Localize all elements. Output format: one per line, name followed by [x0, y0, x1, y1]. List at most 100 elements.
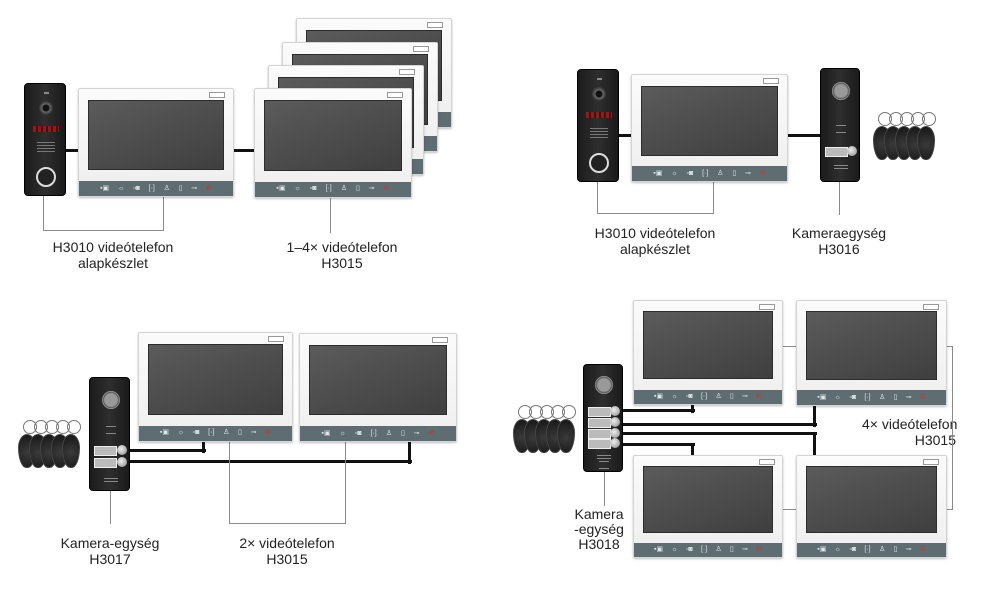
speaker-grille-icon [590, 128, 608, 129]
cable [813, 433, 816, 458]
cable [623, 423, 817, 426]
model-badge [763, 78, 780, 85]
bracket-line [713, 182, 714, 214]
monitor-icon: [·] [148, 184, 155, 192]
model-badge [922, 459, 939, 466]
video-monitor-h3015: ▪▣☼▫◙[·]♙▯⊸✆ [254, 88, 412, 198]
monitor-icon: [·] [325, 185, 332, 193]
model-badge [399, 69, 416, 76]
call-button [610, 438, 620, 448]
indicator-icon [44, 92, 49, 94]
label-line: H3018 [578, 536, 620, 552]
speaker-grille-icon [834, 168, 848, 169]
camera-icon: ▫◙ [309, 185, 317, 193]
monitor-screen [642, 311, 774, 380]
monitor-icon: [·] [702, 169, 709, 177]
call-button [610, 406, 620, 416]
label-line: Kamera [574, 506, 624, 522]
label-h3015-monitors: 4× videótelefon H3015 [862, 416, 957, 448]
phone-icon: ✆ [919, 545, 926, 553]
door-icon: ▯ [893, 545, 898, 553]
label-line: 2× videótelefon [239, 535, 335, 551]
model-badge [209, 92, 226, 99]
monitor-icon: [·] [700, 392, 708, 400]
bracket-line [163, 197, 164, 231]
video-monitor-h3015: ▪▣☼▫◙[·]♙▯⊸✆ [796, 455, 947, 558]
monitor-button-bar: ▪▣☼▫◙[·]♙▯⊸✆ [79, 181, 233, 196]
monitor-button-bar: ▪▣☼▫◙[·]♙▯⊸✆ [797, 390, 946, 405]
picture-icon: ▪▣ [100, 184, 110, 192]
monitor-button-bar: ▪▣☼▫◙[·]♙▯⊸✆ [634, 542, 782, 557]
model-badge [758, 459, 775, 466]
bracket-line [604, 472, 605, 506]
monitor-button-bar: ▪▣☼▫◙[·]♙▯⊸✆ [634, 389, 782, 404]
picture-icon: ▪▣ [653, 169, 663, 177]
key-icon: ⊸ [413, 429, 420, 437]
bracket-line [597, 213, 714, 214]
label-h3015-monitors: 1–4× videótelefon H3015 [287, 239, 398, 271]
bracket-line [229, 442, 230, 524]
bracket-line [597, 182, 598, 214]
monitor-icon: [·] [864, 545, 871, 553]
label-line: H3010 videótelefon [52, 239, 174, 255]
name-plate [588, 407, 611, 417]
monitor-icon: [·] [370, 429, 377, 437]
key-icon: ⊸ [250, 429, 257, 437]
picture-icon: ▪▣ [321, 429, 331, 437]
model-badge [387, 92, 404, 99]
monitor-screen [641, 85, 778, 156]
monitor-screen [264, 99, 402, 172]
name-plate [825, 147, 848, 157]
camera-icon: ▫◙ [192, 429, 200, 437]
label-h3016-camera: Kameraegység H3016 [792, 225, 886, 257]
key-icon: ⊸ [745, 169, 751, 177]
user-icon: ♙ [223, 429, 230, 437]
model-badge [413, 46, 430, 53]
user-icon: ♙ [878, 545, 886, 553]
camera-icon: ▫◙ [133, 184, 140, 192]
door-station-h3010 [24, 83, 66, 196]
bracket-line [43, 196, 44, 231]
label-line: Kameraegység [791, 225, 887, 241]
call-button [847, 146, 857, 156]
label-h3015-monitors: 2× videótelefon H3015 [239, 535, 334, 567]
speaker-grille-icon [834, 165, 848, 166]
brightness-icon: ☼ [294, 185, 301, 193]
camera-icon: ▫◙ [686, 545, 693, 553]
label-line: 1–4× videótelefon [286, 239, 398, 255]
bracket-line [783, 509, 797, 510]
bracket-line [110, 491, 111, 524]
label-line: H3015 [914, 432, 956, 448]
camera-unit-h3017 [89, 377, 130, 491]
phone-icon: ✆ [919, 393, 926, 401]
camera-icon: ▫◙ [686, 169, 694, 177]
monitor-icon: [·] [864, 393, 871, 401]
ir-led-strip [586, 112, 612, 118]
cable [234, 149, 257, 152]
video-monitor-h3015: ▪▣☼▫◙[·]♙▯⊸✆ [299, 333, 457, 442]
user-icon: ♙ [715, 392, 722, 400]
speaker-grille-icon [590, 134, 608, 135]
key-icon: ⊸ [905, 393, 912, 401]
name-plate [94, 458, 117, 468]
ir-led-strip [33, 126, 59, 132]
label-line: H3015 [266, 551, 308, 567]
brightness-icon: ☼ [117, 184, 125, 192]
bracket-line [952, 346, 953, 510]
phone-icon: ✆ [756, 545, 762, 553]
door-icon: ▯ [732, 169, 737, 177]
brightness-icon: ☼ [834, 545, 842, 553]
monitor-screen [148, 343, 283, 416]
monitor-icon: [·] [208, 429, 215, 437]
rfid-key-fob-icon [557, 419, 575, 453]
speaker-grille-icon [37, 145, 55, 146]
label-line: H3015 [321, 255, 363, 271]
speaker-grille-icon [37, 142, 55, 143]
camera-lens-icon [101, 391, 120, 409]
door-icon: ▯ [893, 393, 898, 401]
picture-icon: ▪▣ [159, 429, 170, 437]
key-icon: ⊸ [741, 545, 748, 553]
door-icon: ▯ [729, 545, 734, 553]
video-monitor-h3015: ▪▣☼▫◙[·]♙▯⊸✆ [796, 300, 947, 406]
